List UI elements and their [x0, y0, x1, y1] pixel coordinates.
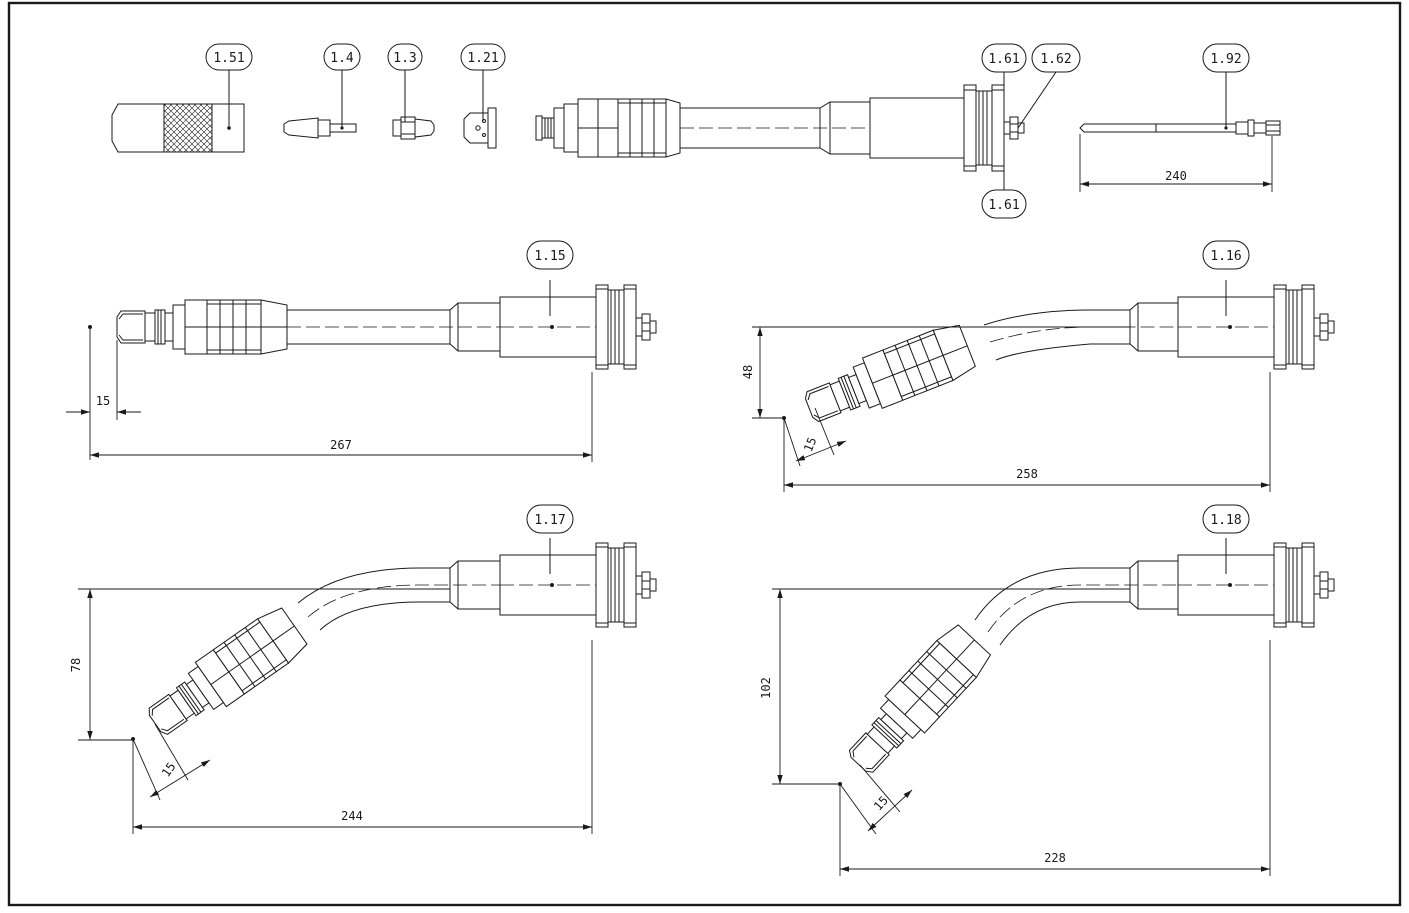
torch-neck-bent-1-16	[782, 284, 1335, 434]
callout-1-61-top: 1.61	[981, 43, 1027, 73]
callout-1-18: 1.18	[1202, 504, 1250, 534]
callout-1-17: 1.17	[526, 504, 574, 534]
dimension-15-view-1-18: 15	[839, 764, 913, 835]
dimension-15-view-1-16: 15	[783, 407, 847, 467]
part-gas-nozzle-1-51	[111, 103, 245, 153]
torch-neck-straight-1-15	[88, 284, 657, 370]
callout-1-62: 1.62	[1031, 43, 1081, 73]
callout-1-61-bottom: 1.61	[981, 189, 1027, 219]
dimension-240-text: 240	[1165, 169, 1187, 183]
callout-1-3: 1.3	[387, 43, 423, 71]
callout-1-92: 1.92	[1202, 43, 1250, 73]
torch-neck-bent-1-18	[838, 542, 1335, 786]
dimension-78: 78	[69, 588, 450, 741]
callout-1-4: 1.4	[323, 43, 361, 71]
dimension-228: 228	[839, 640, 1271, 876]
torch-neck-bent-1-17	[131, 542, 657, 747]
dimension-15a-text: 15	[96, 394, 110, 408]
part-gas-diffuser-1-21	[463, 107, 497, 149]
callout-1-51: 1.51	[205, 43, 253, 71]
part-liner-1-92	[1079, 119, 1281, 137]
dimension-15b-text: 15	[801, 435, 819, 454]
callout-1-61-bottom-text: 1.61	[988, 198, 1019, 213]
callout-1-51-text: 1.51	[213, 51, 244, 66]
callout-1-92-text: 1.92	[1210, 52, 1241, 67]
callout-1-3-text: 1.3	[393, 51, 416, 66]
dimension-267-text: 267	[330, 438, 352, 452]
callout-1-15-text: 1.15	[534, 249, 565, 264]
drawing-frame	[7, 1, 1402, 907]
part-tip-adapter-1-3	[392, 116, 435, 140]
part-contact-tip-1-4	[283, 117, 357, 139]
dimension-15-view-1-15: 15	[66, 327, 141, 460]
dimension-258: 258	[783, 372, 1271, 492]
callout-1-21-text: 1.21	[467, 51, 498, 66]
dimension-228-text: 228	[1044, 851, 1066, 865]
dimension-244: 244	[132, 640, 593, 834]
dimension-267: 267	[90, 372, 593, 462]
callout-1-18-text: 1.18	[1210, 513, 1241, 528]
part-swan-neck-assembly	[535, 84, 1025, 172]
callout-1-4-text: 1.4	[330, 51, 354, 66]
callout-1-15: 1.15	[526, 240, 574, 270]
callout-1-21: 1.21	[460, 43, 506, 71]
dimension-48: 48	[741, 326, 1130, 419]
dimension-15-view-1-17: 15	[132, 723, 211, 801]
dimension-102-text: 102	[759, 677, 773, 699]
callout-1-62-text: 1.62	[1040, 52, 1071, 67]
callout-1-61-top-text: 1.61	[988, 52, 1019, 67]
dimension-15d-text: 15	[871, 793, 891, 813]
dimension-102: 102	[759, 588, 1130, 785]
callout-1-17-text: 1.17	[534, 513, 565, 528]
dimension-240: 240	[1079, 134, 1273, 192]
callout-1-16: 1.16	[1202, 240, 1250, 270]
dimension-48-text: 48	[741, 365, 755, 379]
dimension-78-text: 78	[69, 658, 83, 672]
dimension-244-text: 244	[341, 809, 363, 823]
dimension-15c-text: 15	[159, 760, 179, 780]
dimension-258-text: 258	[1016, 467, 1038, 481]
callout-1-16-text: 1.16	[1210, 249, 1241, 264]
